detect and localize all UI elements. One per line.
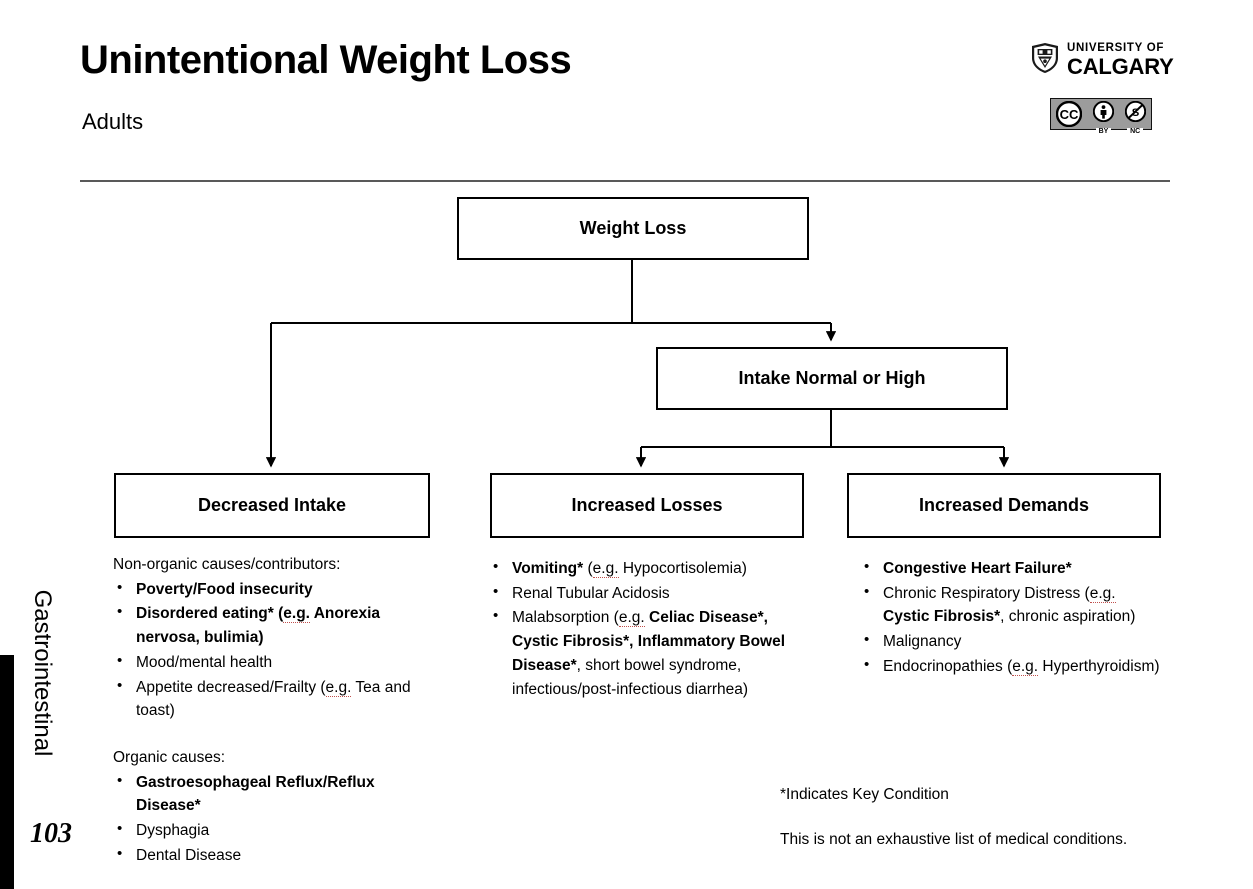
university-wordmark-line2: CALGARY: [1067, 53, 1174, 79]
page-title: Unintentional Weight Loss: [80, 38, 572, 82]
list-item: Dysphagia: [113, 818, 433, 843]
list-item: Poverty/Food insecurity: [113, 577, 433, 602]
non-organic-causes-list: Poverty/Food insecurity Disordered eatin…: [113, 577, 433, 723]
university-wordmark-line1: UNIVERSITY OF: [1067, 42, 1165, 55]
list-item: Congestive Heart Failure*: [860, 556, 1160, 581]
node-increased-losses[interactable]: Increased Losses: [490, 473, 804, 538]
list-item: Appetite decreased/Frailty (e.g. Tea and…: [113, 675, 433, 723]
list-item: Endocrinopathies (e.g. Hyperthyroidism): [860, 654, 1160, 679]
non-organic-causes-heading: Non-organic causes/contributors:: [113, 556, 341, 573]
list-item: Mood/mental health: [113, 650, 433, 675]
cc-by-label: BY: [1095, 128, 1112, 136]
list-item: Vomiting* (e.g. Hypocortisolemia): [489, 556, 794, 581]
list-item: Gastroesophageal Reflux/Reflux Disease*: [113, 770, 433, 818]
list-item: Malabsorption (e.g. Celiac Disease*, Cys…: [489, 605, 794, 701]
organic-causes-list: Gastroesophageal Reflux/Reflux Disease* …: [113, 770, 433, 868]
list-item: Renal Tubular Acidosis: [489, 581, 794, 606]
cc-attribution-mark: BY: [1092, 100, 1115, 136]
creative-commons-license-badge: CC BY S NC: [1050, 98, 1152, 136]
node-increased-demands[interactable]: Increased Demands: [847, 473, 1161, 538]
increased-losses-details: Vomiting* (e.g. Hypocortisolemia) Renal …: [489, 556, 794, 702]
key-condition-footnote: *Indicates Key Condition: [780, 786, 949, 803]
university-shield-crest-icon: [1030, 42, 1060, 79]
section-tab-label: Gastrointestinal: [29, 589, 56, 757]
decreased-intake-details: Non-organic causes/contributors: Poverty…: [113, 553, 433, 868]
cc-nc-label: NC: [1127, 128, 1144, 136]
cc-noncommercial-crossed-dollar-icon: S: [1124, 100, 1146, 127]
creative-commons-icon: CC: [1056, 101, 1083, 127]
list-item: Dental Disease: [113, 843, 433, 868]
increased-losses-list: Vomiting* (e.g. Hypocortisolemia) Renal …: [489, 556, 794, 701]
page-number: 103: [30, 818, 72, 849]
column-spacer: [113, 724, 433, 746]
page-subtitle: Adults: [82, 109, 144, 134]
increased-demands-details: Congestive Heart Failure* Chronic Respir…: [860, 556, 1160, 680]
header-divider: [80, 180, 1170, 182]
list-item: Disordered eating* (e.g. Anorexia nervos…: [113, 601, 433, 649]
increased-demands-list: Congestive Heart Failure* Chronic Respir…: [860, 556, 1160, 679]
svg-text:CC: CC: [1060, 107, 1079, 122]
cc-noncommercial-mark: S NC: [1124, 100, 1146, 136]
cc-attribution-person-icon: [1092, 100, 1115, 127]
disclaimer-footnote: This is not an exhaustive list of medica…: [780, 831, 1128, 848]
svg-text:S: S: [1131, 107, 1139, 119]
university-wordmark: UNIVERSITY OF CALGARY: [1067, 43, 1174, 78]
node-intake-normal-or-high[interactable]: Intake Normal or High: [656, 347, 1008, 410]
organic-causes-heading: Organic causes:: [113, 748, 225, 766]
node-weight-loss[interactable]: Weight Loss: [457, 197, 809, 260]
section-edge-bar: [0, 655, 14, 889]
list-item: Malignancy: [860, 629, 1160, 654]
list-item: Chronic Respiratory Distress (e.g. Cysti…: [860, 581, 1160, 629]
node-decreased-intake[interactable]: Decreased Intake: [114, 473, 430, 538]
university-logo: UNIVERSITY OF CALGARY: [1030, 42, 1174, 79]
